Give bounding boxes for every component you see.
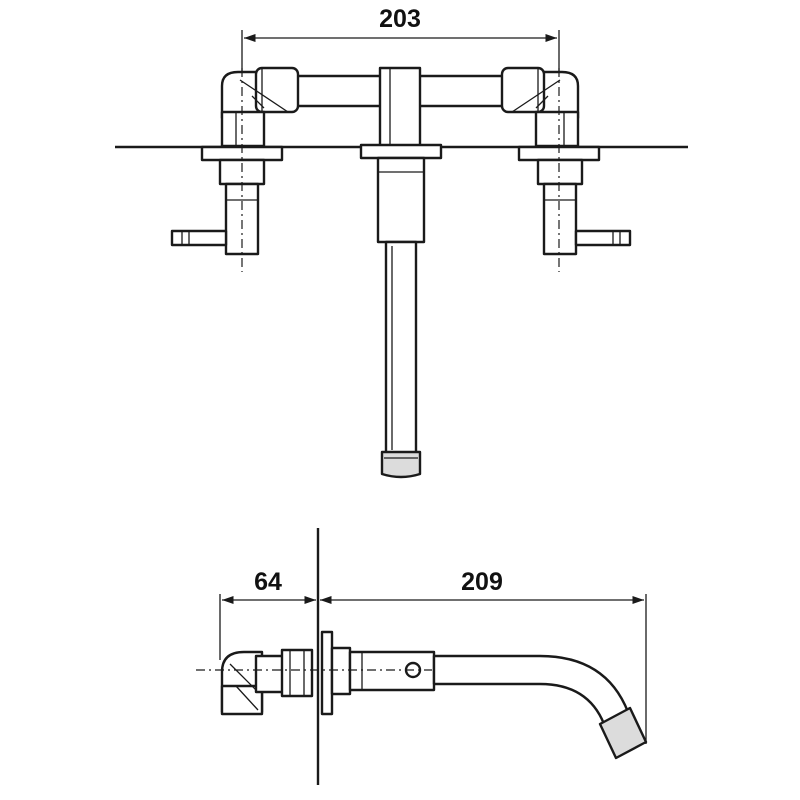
left-handle <box>170 229 228 247</box>
dimension-203: 203 <box>241 5 560 100</box>
side-view: 64 209 <box>196 528 648 785</box>
right-valve <box>536 158 632 256</box>
rear-elbow <box>220 648 314 716</box>
side-aerator <box>598 706 648 760</box>
right-handle <box>574 229 632 247</box>
dim-label-203: 203 <box>379 5 421 33</box>
side-spout <box>330 646 648 760</box>
dimension-64: 64 <box>219 568 316 660</box>
dim-label-64: 64 <box>254 568 282 596</box>
left-valve <box>170 158 266 256</box>
center-shaft <box>376 156 426 479</box>
dimension-209: 209 <box>320 568 647 744</box>
center-body <box>378 66 422 149</box>
wall-flange <box>320 630 334 716</box>
dim-label-209: 209 <box>461 568 503 596</box>
left-elbow <box>220 66 300 148</box>
front-view: 203 <box>115 5 688 479</box>
right-elbow <box>500 66 580 148</box>
spout-aerator <box>380 450 422 479</box>
center-flange <box>359 143 443 160</box>
